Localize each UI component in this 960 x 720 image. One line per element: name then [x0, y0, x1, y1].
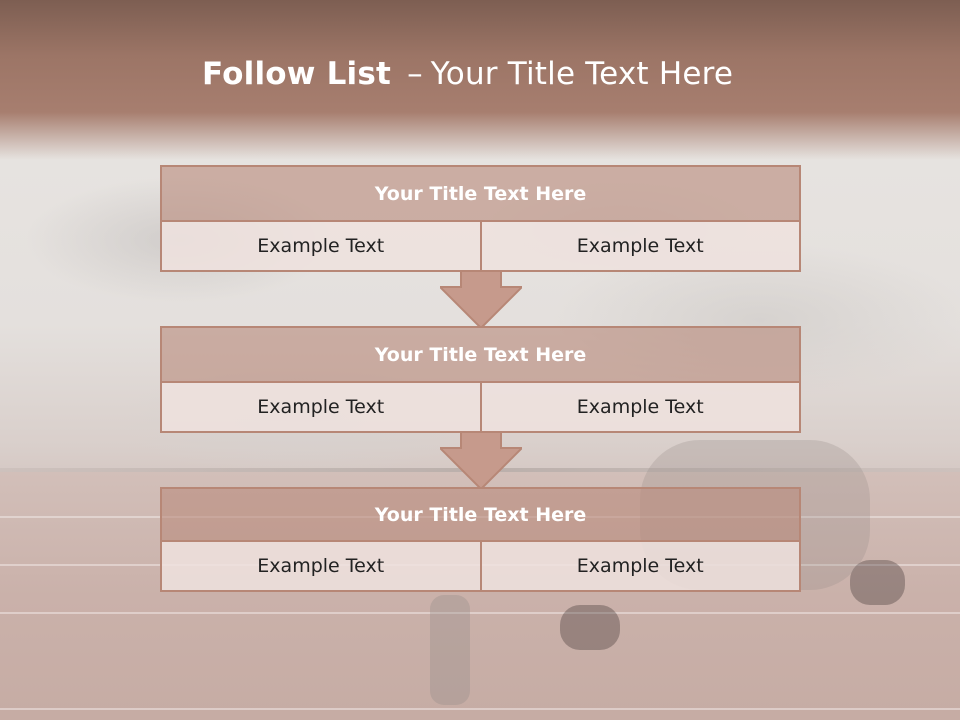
block-cell-right: Example Text	[481, 383, 801, 433]
title-bold: Follow List	[202, 56, 392, 92]
block-cell-right: Example Text	[481, 222, 801, 272]
title-separator: –	[407, 56, 423, 92]
block-cell-left: Example Text	[160, 383, 482, 433]
header-band	[0, 0, 960, 160]
list-block-3: Your Title Text Here Example Text Exampl…	[160, 487, 801, 592]
block-row: Example Text Example Text	[160, 383, 801, 433]
title-rest: Your Title Text Here	[430, 56, 734, 92]
runner-shoe-silhouette	[850, 560, 905, 605]
list-block-2: Your Title Text Here Example Text Exampl…	[160, 326, 801, 433]
block-title: Your Title Text Here	[160, 487, 801, 542]
block-title: Your Title Text Here	[160, 165, 801, 222]
slide-title: Follow List–Your Title Text Here	[202, 56, 733, 92]
runner-arm-silhouette	[430, 595, 470, 705]
block-cell-left: Example Text	[160, 542, 482, 592]
list-block-1: Your Title Text Here Example Text Exampl…	[160, 165, 801, 272]
block-row: Example Text Example Text	[160, 542, 801, 592]
block-cell-right: Example Text	[481, 542, 801, 592]
block-cell-left: Example Text	[160, 222, 482, 272]
block-title: Your Title Text Here	[160, 326, 801, 383]
track-lane-line	[0, 708, 960, 710]
down-arrow-icon	[440, 271, 522, 328]
down-arrow-icon	[440, 432, 522, 489]
runner-shoe-silhouette	[560, 605, 620, 650]
track-lane-line	[0, 612, 960, 614]
block-row: Example Text Example Text	[160, 222, 801, 272]
